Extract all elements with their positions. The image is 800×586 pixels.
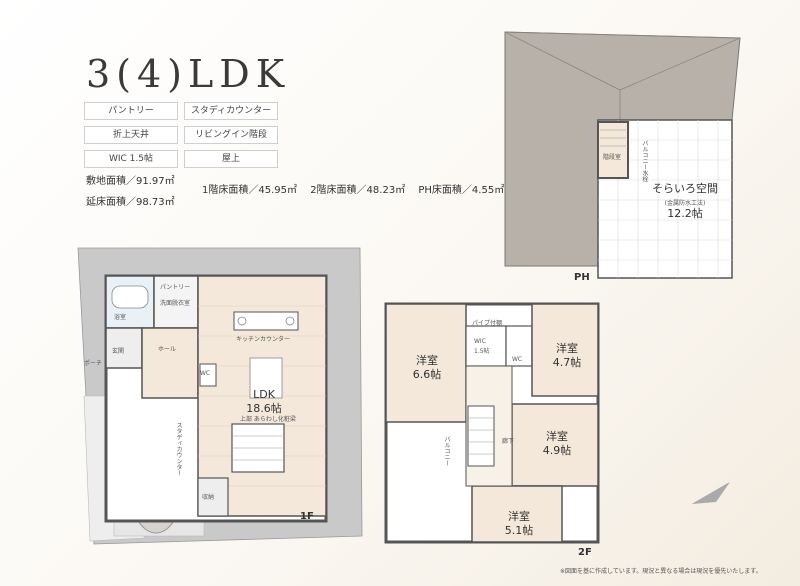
disclaimer-note: ※図面を基に作成しています。現況と異なる場合は現況を優先いたします。 (560, 568, 762, 575)
hall-2f-label: 廊下 (502, 438, 515, 445)
kitchen-counter (233, 311, 299, 331)
compass-icon (690, 478, 734, 512)
ldk-size: 18.6帖 (246, 402, 282, 415)
room3-size: 4.9帖 (542, 444, 572, 457)
room1-name: 洋室 (416, 354, 438, 367)
feature-tags: パントリー スタディカウンター 折上天井 リビングイン階段 WIC 1.5帖 屋… (84, 102, 278, 168)
dining-table (249, 357, 283, 399)
room2-name: 洋室 (556, 342, 578, 355)
hall-label: ホール (158, 346, 177, 353)
wc2-room (505, 325, 533, 367)
room3-name: 洋室 (546, 430, 568, 443)
storage-label: 収納 (202, 494, 215, 501)
storage-room (197, 477, 229, 517)
floor-area: 延床面積／98.73㎡ (86, 197, 175, 208)
ldk-name: LDK (253, 388, 275, 401)
pantry-label: パントリー (160, 284, 191, 291)
balcony-faucet-label: バルコニー水栓 (641, 140, 648, 182)
sky-room-size: 12.2帖 (667, 207, 703, 220)
wc-room (199, 363, 217, 387)
feature-tag: WIC 1.5帖 (84, 150, 178, 168)
room4 (471, 485, 563, 543)
room4-size: 5.1帖 (504, 524, 534, 537)
room1-size: 6.6帖 (412, 368, 442, 381)
total-areas: 敷地面積／91.97㎡ 延床面積／98.73㎡ (86, 172, 175, 214)
floor1-plan-drawing (77, 247, 363, 545)
feature-tag: パントリー (84, 102, 178, 120)
hall (141, 327, 199, 399)
stair-room-label: 階段室 (603, 154, 622, 161)
ph-area: PH床面積／4.55㎡ (418, 185, 505, 196)
site-area: 敷地面積／91.97㎡ (86, 176, 175, 187)
stair-room (597, 121, 629, 179)
floor1-plan: 浴室 洗面脱衣室 玄関 ポーチ ホール キッチンカウンター WC LDK 18.… (74, 246, 364, 546)
room1 (385, 303, 467, 423)
sky-room-name: そらいろ空間 (652, 182, 718, 195)
stair-2f (467, 405, 495, 467)
ph-tag: PH (574, 272, 590, 283)
ph-plan-drawing (504, 31, 741, 279)
feature-tag: リビングイン階段 (184, 126, 278, 144)
wic-size: 1.5帖 (474, 348, 490, 355)
room2-size: 4.7帖 (552, 356, 582, 369)
bath-label: 浴室 (114, 314, 127, 321)
floor-areas: 1階床面積／45.95㎡ 2階床面積／48.23㎡ PH床面積／4.55㎡ (202, 181, 514, 196)
entrance-label: 玄関 (112, 348, 125, 355)
ceiling-note: 上部 あらわし化粧梁 (240, 416, 296, 423)
washroom-label: 洗面脱衣室 (160, 300, 191, 307)
room4-name: 洋室 (508, 510, 530, 523)
floor2-tag: 2F (578, 547, 592, 558)
floor2-area: 2階床面積／48.23㎡ (310, 185, 406, 196)
wic-name: WIC (474, 338, 486, 345)
floor2-plan: 洋室 6.6帖 WIC 1.5帖 WC 洋室 4.7帖 洋室 4.9帖 洋室 5… (372, 286, 612, 556)
page-title: 3(4)LDK (86, 52, 291, 96)
ph-floor-plan: 階段室 バルコニー水栓 そらいろ空間 (金属防水工法) 12.2帖 (500, 30, 750, 288)
pipe-shelf-label: パイプ付棚 (472, 320, 503, 327)
wc-label: WC (200, 370, 211, 377)
floor1-tag: 1F (300, 511, 314, 522)
balcony-label: バルコニー (443, 436, 450, 466)
bathtub-icon (111, 285, 149, 309)
feature-tag: 屋上 (184, 150, 278, 168)
feature-tag: スタディカウンター (184, 102, 278, 120)
study-counter-label: スタディカウンター (175, 422, 182, 476)
deck-grid (598, 120, 732, 278)
kitchen-counter-label: キッチンカウンター (236, 336, 291, 343)
feature-tag: 折上天井 (84, 126, 178, 144)
room2 (531, 303, 599, 397)
room3 (511, 403, 599, 487)
floor2-plan-drawing (384, 302, 600, 544)
sky-room-note: (金属防水工法) (664, 200, 706, 207)
porch-label: ポーチ (84, 360, 103, 367)
floor1-area: 1階床面積／45.95㎡ (202, 185, 297, 196)
wc2-label: WC (512, 356, 523, 363)
roof-ridge (504, 31, 741, 91)
